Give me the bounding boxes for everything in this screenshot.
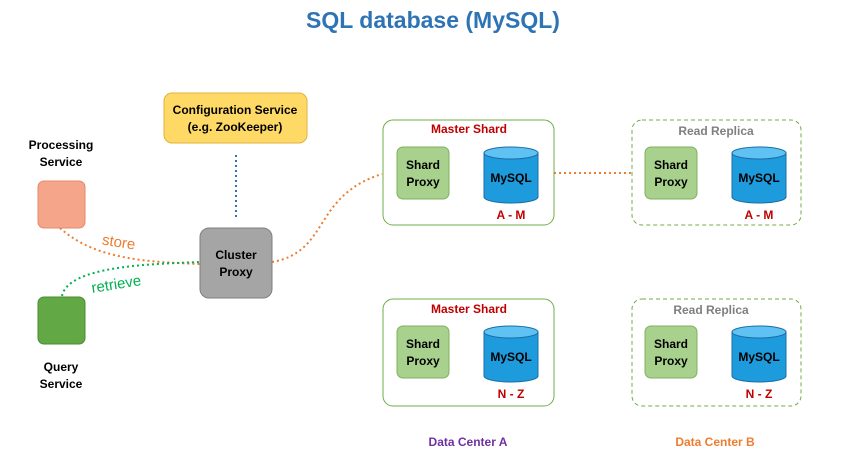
master-shard-am-db-label: MySQL: [490, 171, 531, 185]
cluster-proxy-box: [199, 227, 273, 299]
master-shard-am-range: A - M: [497, 208, 526, 222]
cluster-proxy-node[interactable]: Cluster Proxy: [199, 227, 273, 299]
read-replica-am-db-label: MySQL: [738, 171, 779, 185]
read-replica-am-proxy-box: [644, 146, 698, 200]
master-shard-am[interactable]: Master Shard Shard Proxy MySQL A - M: [382, 119, 555, 226]
read-replica-nz-proxy-box: [644, 325, 698, 379]
query-service-label-2: Service: [40, 377, 83, 391]
master-shard-am-proxy-box: [396, 146, 450, 200]
master-shard-am-proxy-label-2: Proxy: [406, 175, 440, 189]
processing-service-box: [37, 180, 86, 229]
read-replica-am-proxy-label-1: Shard: [654, 158, 688, 172]
read-replica-nz-range: N - Z: [746, 387, 773, 401]
processing-service-node[interactable]: Processing Service: [29, 138, 94, 229]
read-replica-nz-label: Read Replica: [673, 303, 749, 317]
mysql-database-icon: [731, 146, 787, 204]
processing-service-label-1: Processing: [29, 138, 94, 152]
read-replica-am[interactable]: Read Replica Shard Proxy MySQL A - M: [631, 119, 802, 226]
config-service-box: [163, 92, 308, 144]
master-shard-nz[interactable]: Master Shard Shard Proxy MySQL N - Z: [382, 298, 555, 407]
cluster-proxy-label-2: Proxy: [219, 265, 253, 279]
store-label: store: [101, 232, 137, 254]
master-shard-am-label: Master Shard: [431, 122, 507, 136]
config-service-node[interactable]: Configuration Service (e.g. ZooKeeper): [163, 92, 308, 144]
read-replica-am-proxy-label-2: Proxy: [654, 175, 688, 189]
page-title: SQL database (MySQL): [306, 7, 560, 33]
query-service-label-1: Query: [44, 360, 79, 374]
cluster-proxy-label-1: Cluster: [215, 248, 257, 262]
master-shard-am-proxy-label-1: Shard: [406, 158, 440, 172]
master-shard-nz-proxy-label-2: Proxy: [406, 354, 440, 368]
read-replica-am-range: A - M: [745, 208, 774, 222]
retrieve-label: retrieve: [90, 272, 142, 297]
config-service-label-2: (e.g. ZooKeeper): [188, 120, 283, 134]
read-replica-nz-db-label: MySQL: [738, 350, 779, 364]
read-replica-am-label: Read Replica: [678, 124, 754, 138]
read-replica-nz[interactable]: Read Replica Shard Proxy MySQL N - Z: [631, 298, 802, 407]
read-replica-nz-proxy-label-1: Shard: [654, 337, 688, 351]
master-shard-nz-range: N - Z: [498, 387, 525, 401]
master-shard-nz-label: Master Shard: [431, 302, 507, 316]
retrieve-line: [61, 261, 201, 297]
config-service-label-1: Configuration Service: [173, 103, 298, 117]
mysql-database-icon: [483, 146, 539, 204]
master-shard-nz-proxy-box: [396, 325, 450, 379]
processing-service-label-2: Service: [40, 155, 83, 169]
mysql-database-icon: [483, 325, 539, 383]
cluster-to-master-line: [271, 173, 383, 263]
data-center-a-label: Data Center A: [429, 435, 508, 449]
mysql-database-icon: [731, 325, 787, 383]
query-service-node[interactable]: Query Service: [37, 296, 86, 391]
master-shard-nz-proxy-label-1: Shard: [406, 337, 440, 351]
query-service-box: [37, 296, 86, 345]
read-replica-nz-proxy-label-2: Proxy: [654, 354, 688, 368]
store-line: [59, 227, 201, 265]
data-center-b-label: Data Center B: [675, 435, 755, 449]
master-shard-nz-db-label: MySQL: [490, 350, 531, 364]
